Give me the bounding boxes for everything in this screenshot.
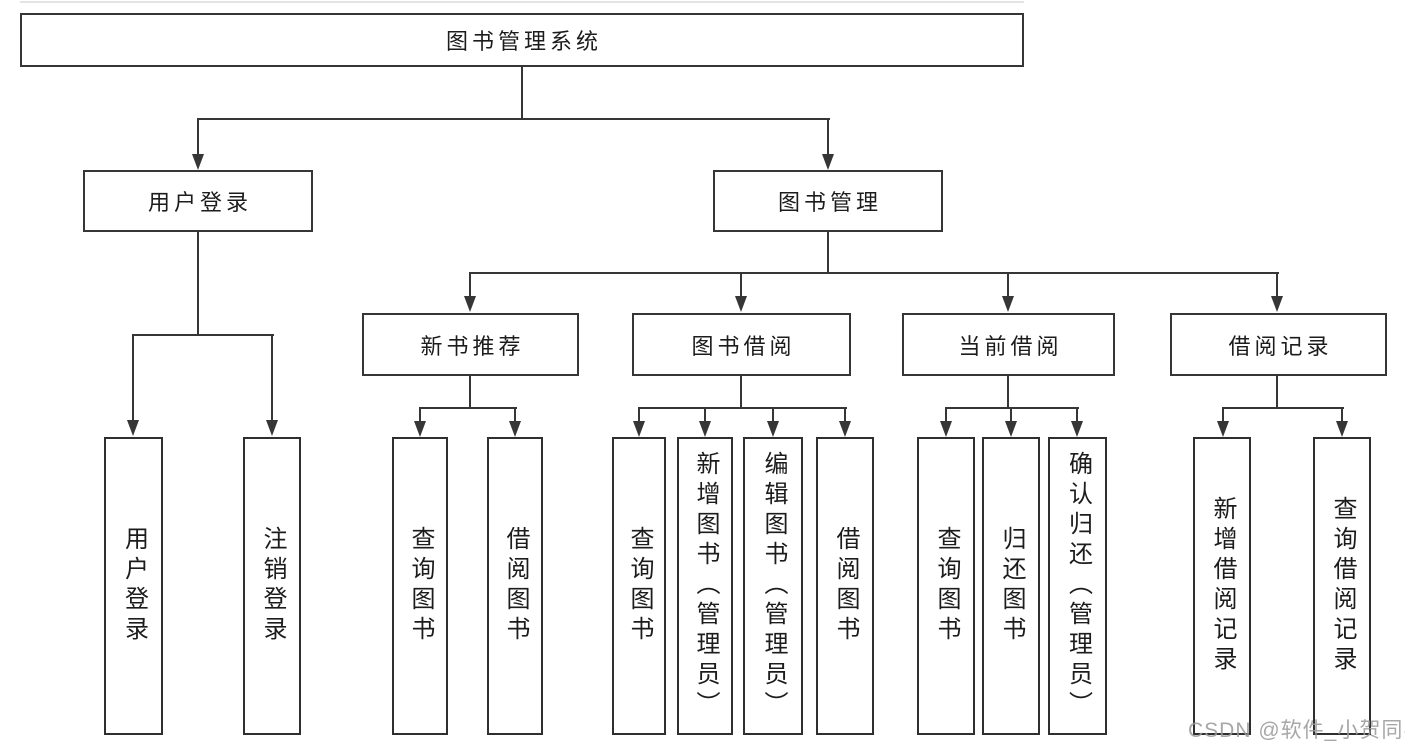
leaf-label: 新增图书（管理员） <box>692 451 719 721</box>
arrow-to-leaf-user-login <box>126 335 140 436</box>
connector-borrowing-rail <box>638 407 847 409</box>
connector-current-stem <box>1007 376 1009 409</box>
node-current-borrowing: 当前借阅 <box>902 313 1115 376</box>
leaf-label: 借阅图书 <box>832 526 859 646</box>
connector-level3-rail <box>469 272 1279 274</box>
arrow-borrowing-edit-books <box>766 408 780 437</box>
leaf-user-login: 用户登录 <box>104 437 163 735</box>
leaf-recommend-query-books: 查询图书 <box>392 437 448 735</box>
arrow-current-return-books <box>1004 408 1018 437</box>
leaf-query-borrow-record: 查询借阅记录 <box>1313 437 1371 735</box>
leaf-borrowing-borrow-books: 借阅图书 <box>816 437 874 735</box>
leaf-label: 编辑图书（管理员） <box>760 451 787 721</box>
leaf-borrowing-query-books: 查询图书 <box>612 437 666 735</box>
leaf-label: 新增借阅记录 <box>1209 496 1236 676</box>
connector-records-rail <box>1222 407 1344 409</box>
connector-book-management-stem <box>827 232 829 274</box>
leaf-confirm-return-admin: 确认归还（管理员） <box>1048 437 1107 735</box>
connector-user-login-stem <box>197 232 199 336</box>
arrow-to-user-login <box>191 119 205 170</box>
leaf-label: 查询图书 <box>933 526 960 646</box>
leaf-add-borrow-record: 新增借阅记录 <box>1193 437 1251 735</box>
leaf-label: 查询借阅记录 <box>1329 496 1356 676</box>
leaf-add-books-admin: 新增图书（管理员） <box>677 437 733 735</box>
leaf-label: 确认归还（管理员） <box>1064 451 1092 721</box>
leaf-label: 注销登录 <box>259 526 286 646</box>
arrow-current-confirm-return <box>1070 408 1084 437</box>
arrow-borrowing-add-books <box>698 408 712 437</box>
arrow-recommend-query-books <box>413 408 427 437</box>
leaf-edit-books-admin: 编辑图书（管理员） <box>743 437 803 735</box>
arrow-records-query-record <box>1335 408 1349 437</box>
arrow-to-book-borrowing <box>734 273 748 312</box>
arrow-to-new-book-recommendation <box>463 273 477 312</box>
top-border-line <box>20 1 1024 3</box>
node-book-borrowing: 图书借阅 <box>632 313 851 376</box>
leaf-recommend-borrow-books: 借阅图书 <box>487 437 543 735</box>
connector-user-login-rail <box>132 334 274 336</box>
node-root: 图书管理系统 <box>20 13 1024 67</box>
watermark: CSDN @软件_小贺同学 <box>1188 719 1405 742</box>
connector-recommend-stem <box>469 376 471 409</box>
leaf-return-books: 归还图书 <box>982 437 1040 735</box>
connector-root-stem <box>521 67 523 119</box>
arrow-current-query-books <box>939 408 953 437</box>
arrow-to-borrowing-records <box>1270 273 1284 312</box>
node-borrowing-records: 借阅记录 <box>1170 313 1387 376</box>
connector-level2-rail <box>197 118 830 120</box>
connector-recommend-rail <box>419 407 517 409</box>
node-book-management: 图书管理 <box>713 170 943 232</box>
arrow-borrowing-query-books <box>632 408 646 437</box>
arrow-borrowing-borrow-books <box>838 408 852 437</box>
arrow-recommend-borrow-books <box>508 408 522 437</box>
node-user-login: 用户登录 <box>83 170 313 232</box>
arrow-to-current-borrowing <box>1001 273 1015 312</box>
leaf-label: 归还图书 <box>998 526 1025 646</box>
connector-records-stem <box>1276 376 1278 409</box>
arrow-to-leaf-logout <box>265 335 279 436</box>
leaf-logout-login: 注销登录 <box>243 437 301 735</box>
arrow-records-add-record <box>1216 408 1230 437</box>
connector-current-rail <box>945 407 1079 409</box>
leaf-current-query-books: 查询图书 <box>917 437 975 735</box>
arrow-to-book-management <box>821 119 835 170</box>
leaf-label: 查询图书 <box>407 526 434 646</box>
leaf-label: 借阅图书 <box>502 526 529 646</box>
leaf-label: 用户登录 <box>120 526 148 646</box>
node-new-book-recommendation: 新书推荐 <box>362 313 579 376</box>
connector-borrowing-stem <box>740 376 742 409</box>
leaf-label: 查询图书 <box>626 526 653 646</box>
